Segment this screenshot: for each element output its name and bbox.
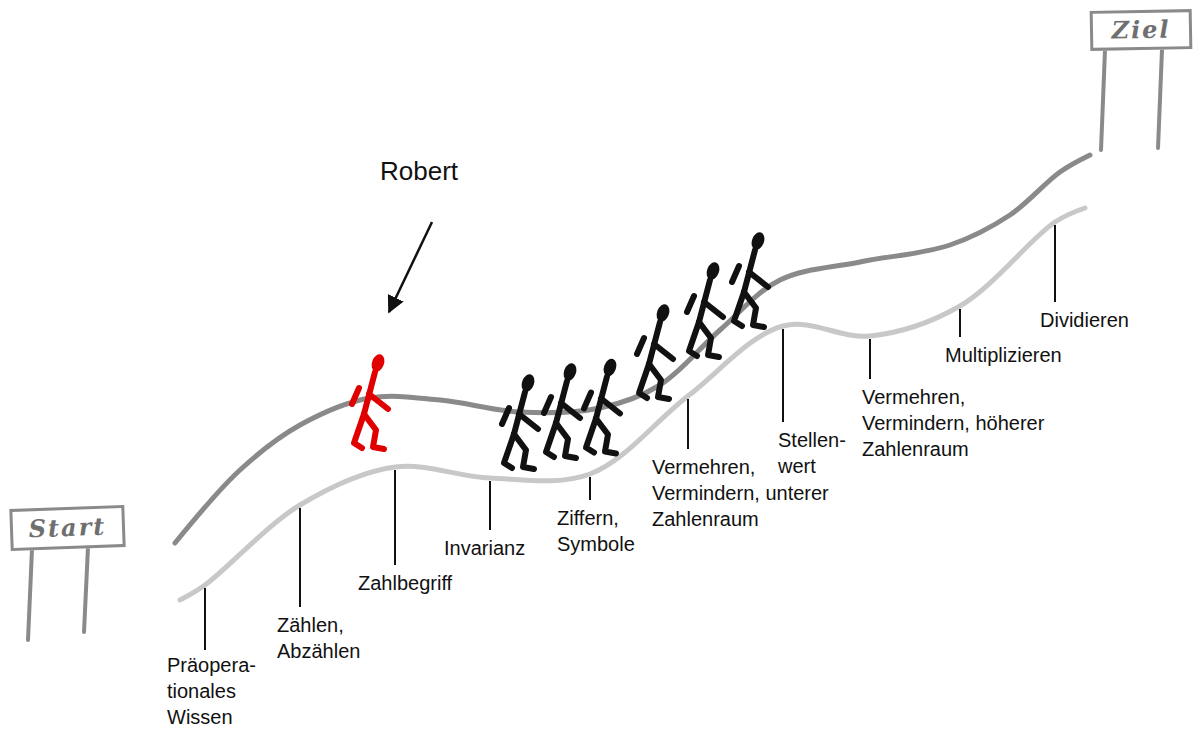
stage-tick	[959, 309, 961, 337]
stage-tick	[1054, 225, 1056, 302]
stage-label: Multiplizieren	[945, 342, 1062, 368]
person-name: Robert	[380, 156, 458, 186]
road-edge	[175, 155, 1090, 543]
sign-text: Start	[28, 513, 107, 542]
stage-label: Zählen, Abzählen	[277, 612, 362, 664]
walker-figure	[584, 357, 620, 454]
label-holder: Robert	[380, 156, 458, 186]
sign-post	[1101, 50, 1105, 150]
stage-label: Zahlbegriff	[358, 570, 452, 596]
pointer-arrow	[389, 222, 432, 312]
stage-tick	[489, 481, 491, 530]
sign-board: Start	[9, 505, 125, 551]
walker-figure	[687, 260, 723, 357]
road-edge	[180, 208, 1085, 600]
red-walker	[352, 352, 388, 449]
label-holder: Vermehren, Vermindern, höherer Zahlenrau…	[862, 384, 1045, 462]
label-holder: Präopera- tionales Wissen	[167, 652, 257, 730]
sign-post	[1158, 50, 1162, 148]
stage-tick	[869, 339, 871, 379]
stage-label: Stellen- wert	[778, 427, 847, 479]
stage-tick	[204, 588, 206, 650]
label-holder: Dividieren	[1040, 307, 1129, 333]
sign-text: Ziel	[1111, 16, 1170, 43]
walker-figure	[637, 302, 673, 399]
label-holder: Zahlbegriff	[358, 570, 452, 596]
stage-label: Dividieren	[1040, 307, 1129, 333]
stage-ticks	[205, 225, 1055, 650]
stage-tick	[394, 470, 396, 565]
sign-posts	[28, 50, 1162, 640]
label-holder: Zählen, Abzählen	[277, 612, 362, 664]
stage-label: Vermehren, Vermindern, höherer Zahlenrau…	[862, 384, 1045, 462]
label-holder: Invarianz	[444, 535, 525, 561]
stage-label: Ziffern, Symbole	[557, 505, 636, 557]
walker-figure	[502, 372, 538, 469]
stage-label: Präopera- tionales Wissen	[167, 652, 257, 730]
label-holder: Multiplizieren	[945, 342, 1062, 368]
sign-post	[84, 547, 88, 632]
label-holder: Stellen- wert	[778, 427, 847, 479]
label-holder: Ziffern, Symbole	[557, 505, 636, 557]
sign-post	[28, 549, 32, 640]
walker-figure	[544, 361, 580, 458]
stage-tick	[589, 477, 591, 500]
stage-tick	[687, 399, 689, 449]
stage-label: Invarianz	[444, 535, 525, 561]
stage-tick	[782, 329, 784, 422]
stage-tick	[299, 508, 301, 607]
walker-figure	[732, 230, 768, 327]
sign-board: Ziel	[1090, 9, 1193, 51]
